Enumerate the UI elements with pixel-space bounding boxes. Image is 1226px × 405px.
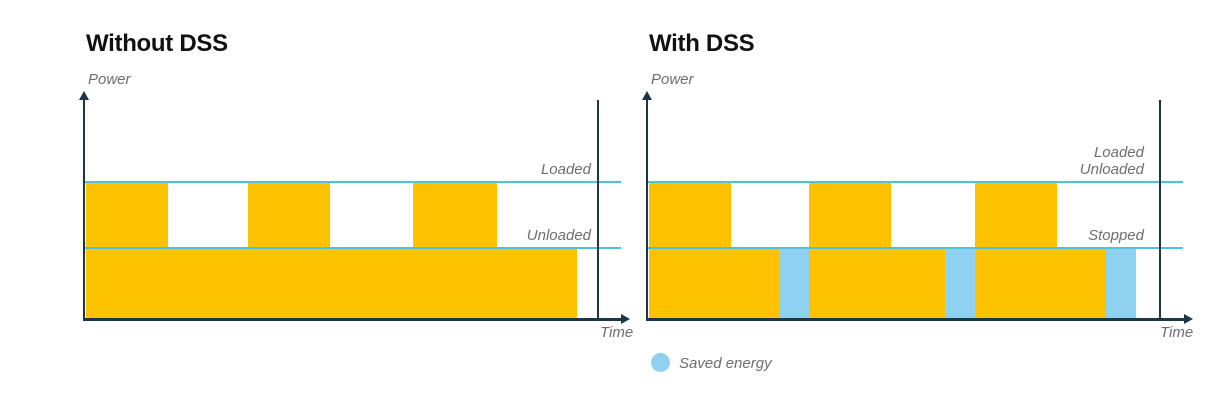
segment-loaded xyxy=(975,182,1057,318)
y-axis-arrowhead-icon xyxy=(79,91,89,100)
y-axis xyxy=(646,99,648,319)
level-label: Unloaded xyxy=(1079,161,1144,178)
legend-label: Saved energy xyxy=(679,355,772,372)
segment-loaded xyxy=(86,182,168,318)
level-line-loaded xyxy=(83,181,621,183)
segment-stopped xyxy=(1106,248,1136,318)
x-axis-arrowhead-icon xyxy=(621,314,630,324)
level-label: Stopped xyxy=(1088,227,1144,244)
x-axis-arrowhead-icon xyxy=(1184,314,1193,324)
level-label: Loaded xyxy=(1093,144,1144,161)
segment-stopped xyxy=(945,248,975,318)
level-line-unloaded xyxy=(83,247,621,249)
level-labels: Stopped xyxy=(1088,227,1144,244)
y-axis-label: Power xyxy=(651,71,694,88)
level-label: Loaded xyxy=(540,161,591,178)
segment-loaded xyxy=(809,182,891,318)
segment-loaded xyxy=(413,182,497,318)
time-window-end-line xyxy=(597,100,599,318)
chart-title: With DSS xyxy=(649,30,755,57)
saved-energy-marker-icon xyxy=(651,353,670,372)
segment-loaded xyxy=(649,182,731,318)
x-axis-label: Time xyxy=(1160,324,1194,341)
level-line-stopped xyxy=(646,247,1183,249)
x-axis xyxy=(83,318,623,321)
level-labels: Loaded xyxy=(541,161,591,178)
segment-unloaded xyxy=(497,248,577,318)
level-label: Unloaded xyxy=(526,227,591,244)
y-axis-arrowhead-icon xyxy=(642,91,652,100)
level-line-loaded xyxy=(646,181,1183,183)
y-axis xyxy=(83,99,85,319)
chart-title: Without DSS xyxy=(86,30,228,57)
segment-unloaded xyxy=(731,248,779,318)
x-axis-label: Time xyxy=(600,324,634,341)
segment-loaded xyxy=(248,182,330,318)
segment-unloaded xyxy=(891,248,945,318)
segment-stopped xyxy=(779,248,809,318)
segment-unloaded xyxy=(1057,248,1106,318)
segment-unloaded xyxy=(330,248,413,318)
y-axis-label: Power xyxy=(88,71,131,88)
time-window-end-line xyxy=(1159,100,1161,318)
x-axis xyxy=(646,318,1186,321)
level-labels: Unloaded xyxy=(527,227,591,244)
segment-unloaded xyxy=(168,248,248,318)
